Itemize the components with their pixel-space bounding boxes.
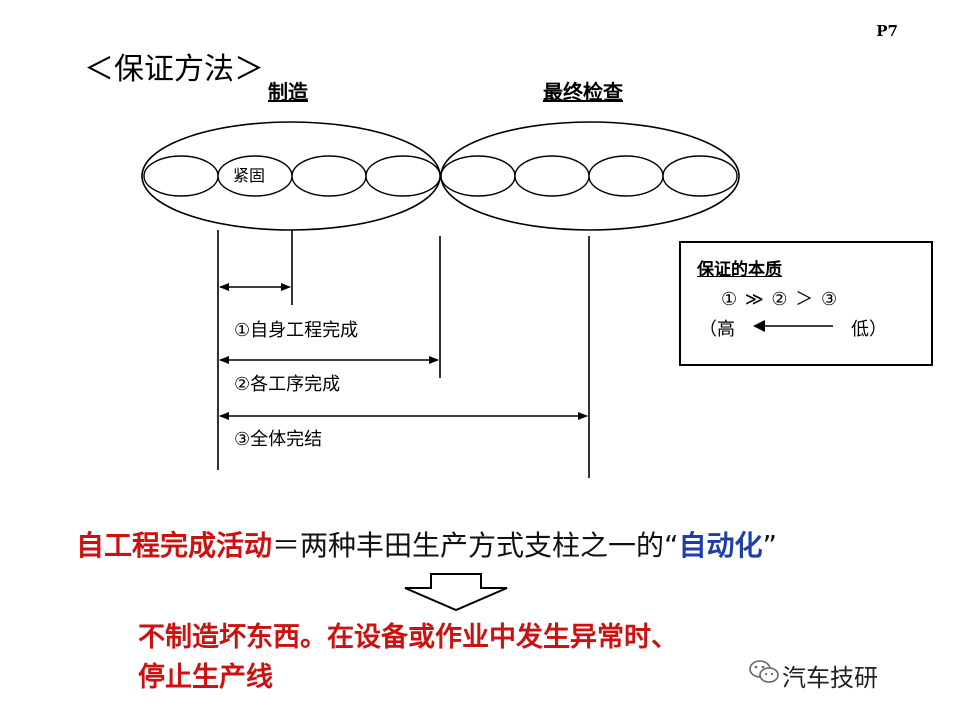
- final-inspection-label: 最终检查: [543, 80, 623, 104]
- essence-high-label: （高: [699, 319, 735, 340]
- process-ellipse: [588, 155, 664, 197]
- conclusion-line-1: 不制造坏东西。在设备或作业中发生异常时、: [138, 622, 678, 653]
- jidoka-statement: 自工程完成活动＝两种丰田生产方式支柱之一的“自动化”: [76, 524, 777, 564]
- process-ellipse: [365, 155, 441, 197]
- range-label-each-process: ②各工序完成: [234, 374, 341, 395]
- method-title: ＜保证方法＞: [84, 52, 264, 87]
- range-label-all-complete: ③全体完结: [234, 429, 323, 450]
- manufacturing-label: 制造: [268, 80, 308, 104]
- essence-ranking: ① ≫ ② ＞ ③: [721, 289, 839, 310]
- process-ellipse: [514, 155, 590, 197]
- wechat-icon: [749, 660, 779, 683]
- process-ellipse: [662, 155, 738, 197]
- statement-body: ＝两种丰田生产方式支柱之一的“: [272, 529, 679, 562]
- fastening-label: 紧固: [233, 166, 266, 185]
- watermark-text: 汽车技研: [782, 664, 878, 692]
- page-number: P7: [876, 22, 898, 40]
- process-ellipse: [291, 155, 367, 197]
- essence-low-label: 低）: [851, 319, 887, 340]
- essence-title: 保证的本质: [697, 260, 782, 280]
- left-arrow-icon: [753, 320, 833, 332]
- down-arrow-icon: [404, 573, 508, 612]
- process-ellipse: [143, 155, 219, 197]
- process-ellipse: [440, 155, 516, 197]
- statement-close-quote: ”: [762, 529, 778, 562]
- statement-jidoka: 自动化: [678, 529, 763, 562]
- essence-box: 保证的本质 ① ≫ ② ＞ ③ （高 低）: [679, 241, 933, 366]
- statement-highlight: 自工程完成活动: [76, 529, 273, 562]
- conclusion-line-2: 停止生产线: [138, 662, 273, 693]
- watermark: 汽车技研: [749, 658, 878, 693]
- range-label-own-process: ①自身工程完成: [234, 320, 359, 341]
